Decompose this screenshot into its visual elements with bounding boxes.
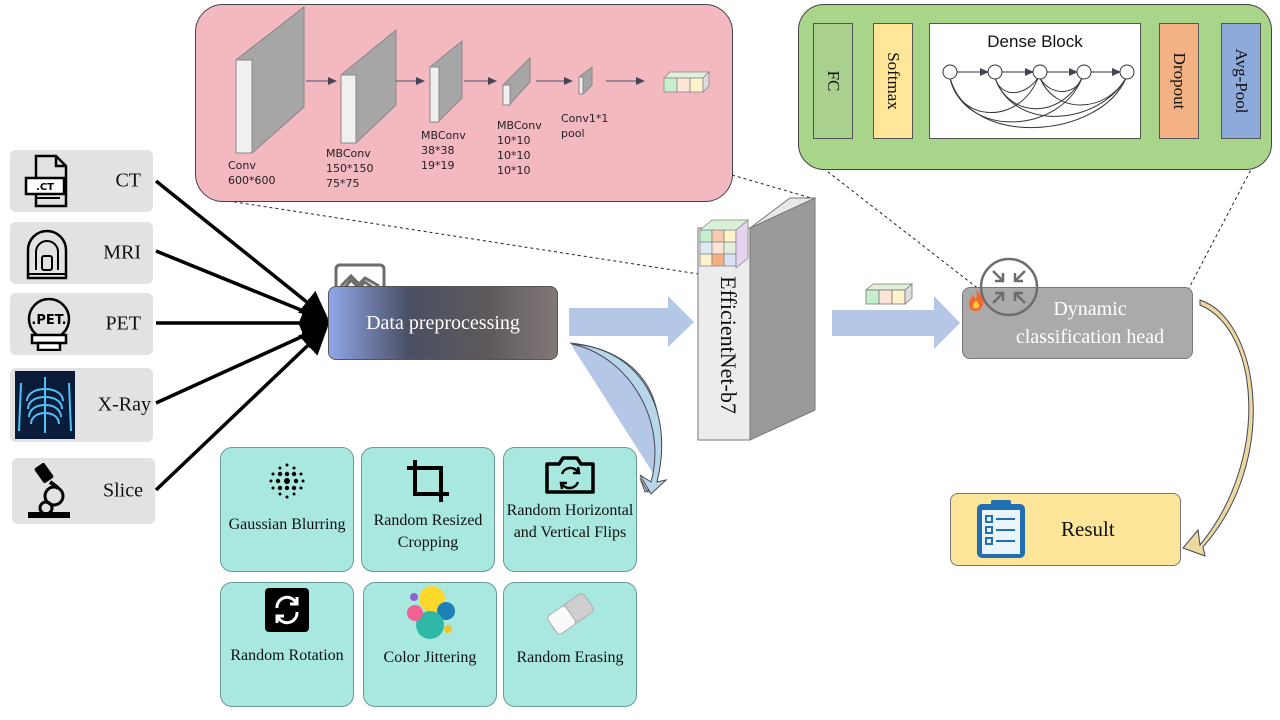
output-vector-icon bbox=[663, 71, 710, 93]
head-detail-panel: FC Softmax Dense Block bbox=[798, 4, 1272, 170]
layer-size: 600*600 bbox=[228, 174, 276, 187]
layer-name: MBConv bbox=[497, 119, 542, 132]
modality-label: Slice bbox=[103, 479, 143, 502]
layer-label-conv1x1: Conv1*1 pool bbox=[561, 111, 608, 141]
avgpool-label: Avg-Pool bbox=[1232, 48, 1251, 114]
feature-vector-icon bbox=[864, 283, 914, 305]
modality-arrows bbox=[154, 179, 330, 492]
conv1x1-layer-shape bbox=[578, 65, 593, 95]
layer-size: 10*10 bbox=[497, 134, 531, 147]
mri-scanner-icon bbox=[26, 229, 68, 280]
augment-random-flips: Random Horizontal and Vertical Flips bbox=[503, 447, 637, 572]
layer-label-conv: Conv 600*600 bbox=[228, 158, 276, 188]
augment-label: Gaussian Blurring bbox=[228, 516, 346, 533]
backbone-detail-panel: Conv 600*600 MBConv 150*150 75*75 MBConv… bbox=[195, 4, 733, 202]
modality-label: PET bbox=[105, 312, 141, 335]
layer-size: 150*150 bbox=[326, 162, 374, 175]
result-box: Result bbox=[950, 493, 1181, 566]
modality-pet: .PET. PET bbox=[10, 293, 153, 355]
augment-random-resized-crop: Random Resized Cropping bbox=[361, 447, 495, 572]
augment-label: Random Erasing bbox=[516, 649, 624, 666]
blur-dots-icon bbox=[269, 463, 305, 499]
layer-size: 10*10 bbox=[497, 149, 531, 162]
augment-random-erasing: Random Erasing bbox=[503, 582, 637, 707]
mbconv3-layer-shape bbox=[502, 56, 531, 106]
dense-connections-diagram bbox=[942, 64, 1135, 129]
dynamic-classification-head: Dynamic classification head bbox=[962, 287, 1193, 359]
result-label: Result bbox=[1061, 517, 1115, 541]
layer-name: Conv bbox=[228, 159, 256, 172]
data-preprocessing-box: Data preprocessing bbox=[328, 286, 558, 360]
layer-size: 10*10 bbox=[497, 164, 531, 177]
eraser-icon bbox=[547, 593, 594, 635]
backbone-label-box: EfficientNet-b7 bbox=[708, 250, 748, 440]
fc-label: FC bbox=[824, 70, 843, 92]
layer-name: MBConv bbox=[421, 129, 466, 142]
crop-icon bbox=[407, 460, 449, 502]
layer-size: 75*75 bbox=[326, 177, 360, 190]
head-label: Dynamic classification head bbox=[985, 288, 1195, 358]
conv-layer-shape bbox=[235, 5, 305, 154]
mbconv1-layer-shape bbox=[340, 28, 397, 144]
layer-label-mbconv1: MBConv 150*150 75*75 bbox=[326, 146, 374, 191]
arrow-mri bbox=[155, 249, 330, 325]
backbone-label: EfficientNet-b7 bbox=[716, 276, 741, 414]
arrow-backbone-to-head bbox=[832, 296, 960, 349]
layer-size: 19*19 bbox=[421, 159, 455, 172]
augment-label: Random Horizontal and Vertical Flips bbox=[506, 502, 634, 541]
dropout-label: Dropout bbox=[1170, 52, 1189, 110]
head-label-line1: Dynamic bbox=[1053, 298, 1127, 320]
rotate-icon bbox=[265, 588, 309, 632]
arrow-prep-to-backbone bbox=[569, 296, 694, 347]
softmax-label: Softmax bbox=[884, 52, 903, 110]
dense-block-title: Dense Block bbox=[987, 32, 1083, 51]
clipboard-checklist-icon bbox=[977, 500, 1025, 558]
avgpool-layer: Avg-Pool bbox=[1221, 23, 1261, 139]
layer-size: 38*38 bbox=[421, 144, 455, 157]
svg-text:.CT: .CT bbox=[36, 182, 54, 193]
dropout-layer: Dropout bbox=[1159, 23, 1199, 139]
augment-label: Random Resized Cropping bbox=[373, 512, 483, 551]
modality-label: MRI bbox=[103, 241, 141, 264]
modality-label: CT bbox=[115, 169, 141, 192]
dense-block: Dense Block bbox=[929, 23, 1141, 139]
layer-label-mbconv3: MBConv 10*10 10*10 10*10 bbox=[497, 118, 542, 178]
layer-label-mbconv2: MBConv 38*38 19*19 bbox=[421, 128, 466, 173]
modality-ct: .CT CT bbox=[10, 150, 153, 212]
augment-label: Color Jittering bbox=[383, 649, 477, 666]
mbconv2-layer-shape bbox=[429, 39, 463, 124]
pet-scanner-icon: .PET. bbox=[27, 297, 71, 351]
microscope-icon bbox=[28, 462, 70, 518]
ct-file-icon: .CT bbox=[24, 154, 68, 208]
augment-gaussian-blur: Gaussian Blurring bbox=[220, 447, 354, 572]
backbone-layers-diagram bbox=[235, 5, 710, 154]
softmax-layer: Softmax bbox=[873, 23, 913, 139]
flame-icon bbox=[969, 289, 984, 311]
flip-camera-icon bbox=[545, 456, 595, 494]
fc-layer: FC bbox=[813, 23, 853, 139]
modality-mri: MRI bbox=[10, 222, 153, 284]
data-preprocessing-label: Data preprocessing bbox=[366, 311, 520, 334]
augment-label: Random Rotation bbox=[230, 647, 344, 664]
modality-label: X-Ray bbox=[97, 393, 151, 416]
color-palette-icon bbox=[407, 586, 455, 639]
augment-random-rotation: Random Rotation bbox=[220, 582, 354, 707]
collapse-arrows-icon bbox=[979, 257, 1039, 317]
image-icon-overlay bbox=[334, 263, 386, 288]
head-label-line2: classification head bbox=[1015, 326, 1165, 348]
layer-name: MBConv bbox=[326, 147, 371, 160]
arrow-xray bbox=[155, 322, 330, 405]
xray-chest-icon bbox=[15, 371, 75, 439]
svg-text:.PET.: .PET. bbox=[31, 313, 66, 328]
augment-color-jitter: Color Jittering bbox=[363, 582, 497, 707]
modality-xray: X-Ray bbox=[10, 368, 153, 442]
layer-size: pool bbox=[561, 127, 585, 140]
layer-name: Conv1*1 bbox=[561, 112, 609, 125]
modality-slice: Slice bbox=[12, 458, 155, 524]
